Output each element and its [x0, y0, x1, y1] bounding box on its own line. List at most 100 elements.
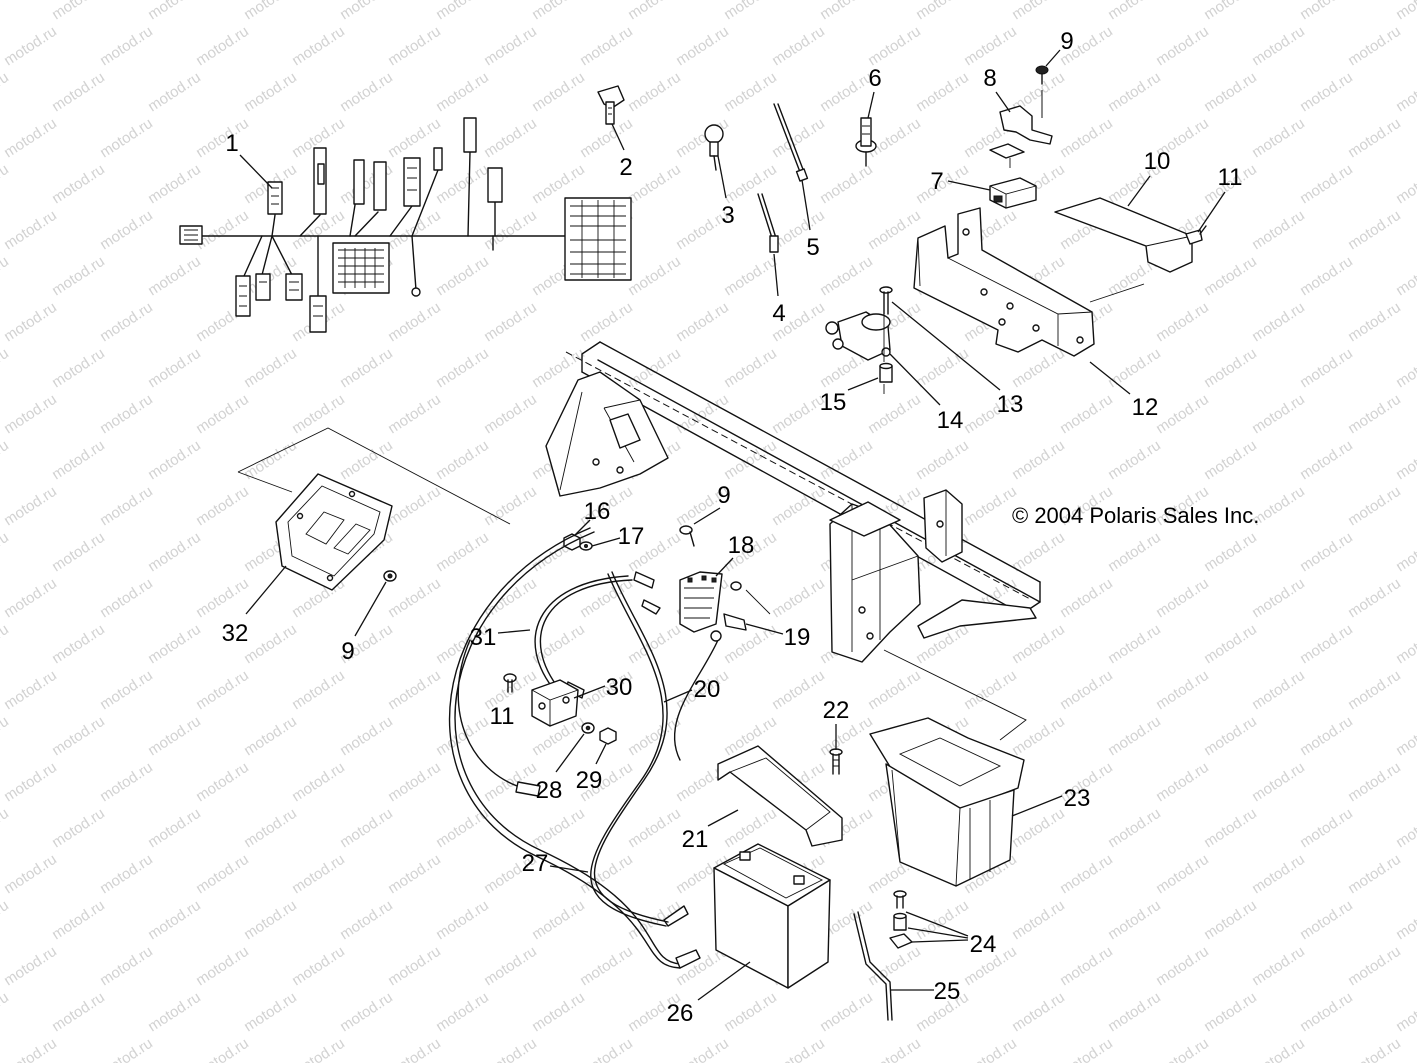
watermark-text: motod.ru	[49, 713, 108, 760]
watermark-text: motod.ru	[673, 1035, 732, 1063]
watermark-text: motod.ru	[385, 23, 444, 70]
callout-label: 13	[997, 391, 1024, 418]
callout-label: 30	[606, 674, 633, 701]
watermark-text: motod.ru	[1057, 1035, 1116, 1063]
watermark-text: motod.ru	[1009, 713, 1068, 760]
watermark-text: motod.ru	[529, 805, 588, 852]
leader-line	[693, 507, 721, 525]
watermark-text: motod.ru	[337, 161, 396, 208]
watermark-text: motod.ru	[961, 23, 1020, 70]
leader-line	[773, 253, 779, 297]
leader-line	[847, 377, 879, 391]
watermark-text: motod.ru	[1345, 483, 1404, 530]
watermark-text: motod.ru	[1345, 391, 1404, 438]
part-3-illustration	[704, 124, 724, 171]
watermark-text: motod.ru	[385, 391, 444, 438]
part-29-illustration	[599, 727, 617, 745]
watermark-text: motod.ru	[0, 805, 12, 852]
watermark-text: motod.ru	[1393, 0, 1417, 23]
watermark-text: motod.ru	[769, 115, 828, 162]
watermark-text: motod.ru	[1201, 253, 1260, 300]
watermark-text: motod.ru	[1297, 253, 1356, 300]
callout-label: 17	[618, 523, 645, 550]
watermark-text: motod.ru	[1393, 253, 1417, 300]
watermark-text: motod.ru	[1, 23, 60, 70]
watermark-text: motod.ru	[817, 989, 876, 1036]
watermark-text: motod.ru	[1153, 759, 1212, 806]
watermark-text: motod.ru	[721, 69, 780, 116]
watermark-text: motod.ru	[1105, 897, 1164, 944]
watermark-text: motod.ru	[1393, 161, 1417, 208]
watermark-text: motod.ru	[1249, 299, 1308, 346]
part-30-illustration	[531, 679, 579, 727]
watermark-text: motod.ru	[145, 989, 204, 1036]
watermark-text: motod.ru	[145, 437, 204, 484]
watermark-text: motod.ru	[1201, 621, 1260, 668]
cable-27-illustration	[448, 527, 701, 969]
callout-label: 29	[576, 767, 603, 794]
watermark-text: motod.ru	[49, 69, 108, 116]
watermark-text: motod.ru	[1, 575, 60, 622]
leader-line	[801, 179, 811, 231]
watermark-text: motod.ru	[385, 299, 444, 346]
leader-line	[1127, 175, 1151, 207]
leader-line	[889, 353, 941, 406]
watermark-text: motod.ru	[1297, 345, 1356, 392]
leader-line	[549, 865, 589, 873]
watermark-text: motod.ru	[0, 161, 12, 208]
watermark-text: motod.ru	[337, 69, 396, 116]
frame-illustration	[545, 341, 1041, 663]
leader-line	[573, 685, 606, 699]
watermark-text: motod.ru	[1009, 0, 1068, 23]
watermark-text: motod.ru	[1345, 299, 1404, 346]
watermark-text: motod.ru	[721, 161, 780, 208]
watermark-text: motod.ru	[97, 943, 156, 990]
watermark-text: motod.ru	[0, 713, 12, 760]
watermark-text: motod.ru	[1105, 69, 1164, 116]
callout-label: 24	[970, 931, 997, 958]
part-6-illustration	[855, 117, 877, 167]
watermark-text: motod.ru	[817, 69, 876, 116]
watermark-text: motod.ru	[1345, 115, 1404, 162]
leader-line	[891, 301, 1001, 391]
watermark-text: motod.ru	[673, 23, 732, 70]
watermark-text: motod.ru	[385, 759, 444, 806]
watermark-text: motod.ru	[1249, 851, 1308, 898]
part-17-illustration	[579, 541, 593, 551]
leader-line	[239, 154, 273, 189]
watermark-text: motod.ru	[1105, 805, 1164, 852]
watermark-text: motod.ru	[1009, 621, 1068, 668]
watermark-text: motod.ru	[433, 805, 492, 852]
part-9-mid-illustration	[679, 525, 695, 547]
leader-line	[663, 689, 693, 703]
watermark-text: motod.ru	[1057, 667, 1116, 714]
leader-line	[1089, 361, 1131, 395]
watermark-text: motod.ru	[481, 115, 540, 162]
part-10-illustration	[1054, 197, 1193, 273]
watermark-text: motod.ru	[97, 115, 156, 162]
watermark-text: motod.ru	[241, 897, 300, 944]
watermark-text: motod.ru	[1057, 391, 1116, 438]
watermark-text: motod.ru	[913, 69, 972, 116]
watermark-text: motod.ru	[49, 437, 108, 484]
leader-line	[497, 629, 531, 634]
watermark-text: motod.ru	[1393, 345, 1417, 392]
leader-line	[697, 961, 751, 1001]
callout-label: 19	[784, 624, 811, 651]
callout-label: 27	[522, 850, 549, 877]
watermark-text: motod.ru	[1, 115, 60, 162]
watermark-text: motod.ru	[1105, 0, 1164, 23]
watermark-text: motod.ru	[1153, 23, 1212, 70]
callout-label: 9	[717, 482, 730, 509]
watermark-text: motod.ru	[1297, 529, 1356, 576]
watermark-text: motod.ru	[1, 1035, 60, 1063]
watermark-text: motod.ru	[481, 575, 540, 622]
watermark-text: motod.ru	[385, 1035, 444, 1063]
watermark-text: motod.ru	[0, 989, 12, 1036]
watermark-text: motod.ru	[97, 483, 156, 530]
watermark-text: motod.ru	[193, 391, 252, 438]
watermark-text: motod.ru	[1105, 345, 1164, 392]
watermark-text: motod.ru	[1201, 713, 1260, 760]
watermark-text: motod.ru	[1297, 805, 1356, 852]
